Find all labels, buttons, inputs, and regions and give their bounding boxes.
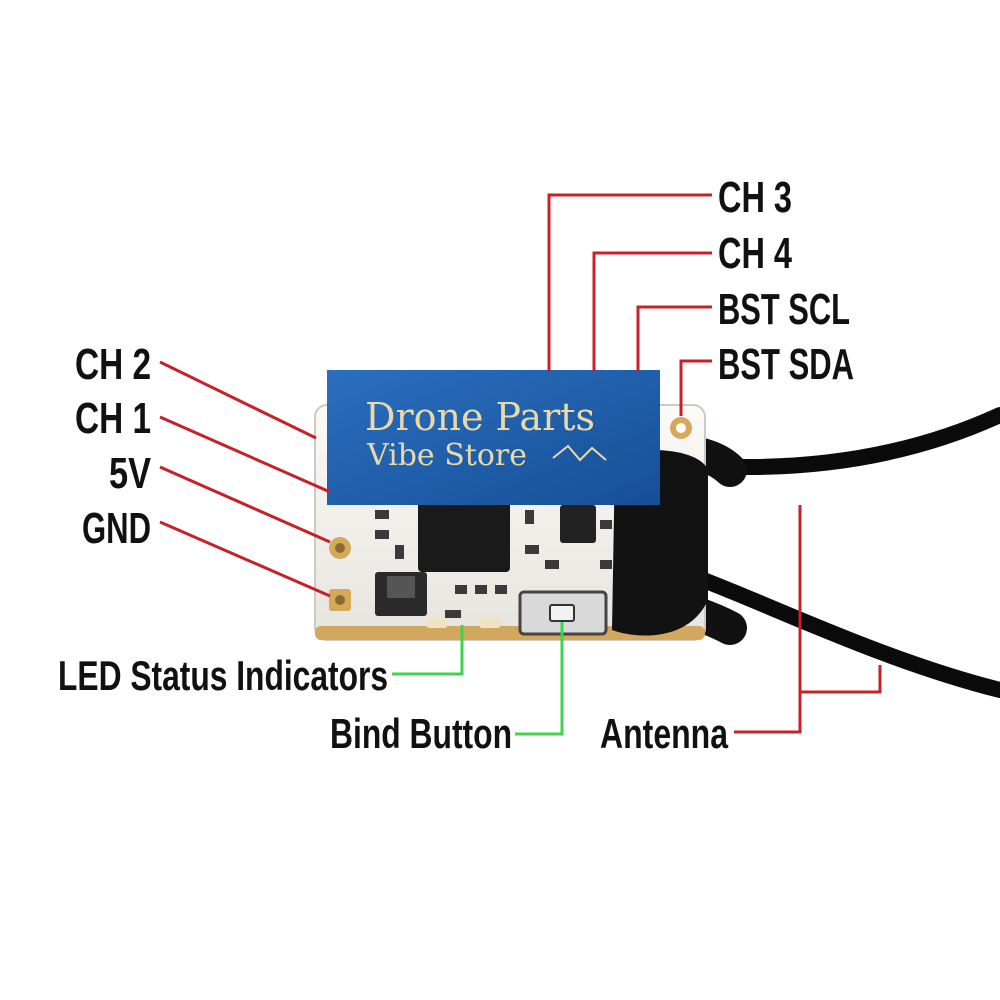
small-chip — [560, 505, 596, 543]
store-watermark: Drone Parts Vibe Store — [327, 370, 660, 505]
led-indicator-1 — [427, 618, 447, 628]
leader-ch2 — [159, 360, 317, 440]
leader-ch1 — [159, 415, 331, 494]
feature-leaders — [392, 622, 564, 736]
label-bst-scl: BST SCL — [718, 285, 850, 334]
passive-components — [375, 510, 612, 618]
leader-ch3 — [547, 193, 712, 372]
leader-bst-scl — [636, 305, 712, 372]
label-gnd: GND — [82, 504, 151, 553]
led-indicator-2 — [480, 618, 500, 628]
label-ch4: CH 4 — [718, 229, 792, 278]
leader-bind-button — [515, 622, 564, 736]
label-antenna: Antenna — [600, 710, 728, 757]
label-ch3: CH 3 — [718, 173, 792, 222]
leader-antenna-lower — [800, 665, 882, 694]
leader-ch4 — [592, 251, 712, 372]
leader-bst-sda — [679, 359, 712, 416]
leader-antenna-upper — [734, 505, 802, 734]
label-ch2: CH 2 — [75, 340, 151, 389]
receiver-chip — [418, 500, 510, 572]
leader-5v — [159, 465, 331, 544]
label-led-status: LED Status Indicators — [58, 652, 388, 699]
label-5v: 5V — [109, 449, 152, 498]
pin-leaders — [159, 193, 882, 734]
leader-led-status — [392, 625, 464, 676]
watermark-logo — [552, 444, 607, 462]
label-bst-sda: BST SDA — [718, 340, 854, 389]
watermark-line1: Drone Parts — [365, 395, 595, 439]
label-ch1: CH 1 — [75, 394, 151, 443]
pin-labels: CH 3 CH 4 BST SCL BST SDA CH 2 CH 1 5V G… — [58, 173, 854, 757]
watermark-line2: Vibe Store — [366, 438, 527, 473]
leader-gnd — [159, 520, 331, 598]
label-bind-button: Bind Button — [330, 710, 512, 757]
